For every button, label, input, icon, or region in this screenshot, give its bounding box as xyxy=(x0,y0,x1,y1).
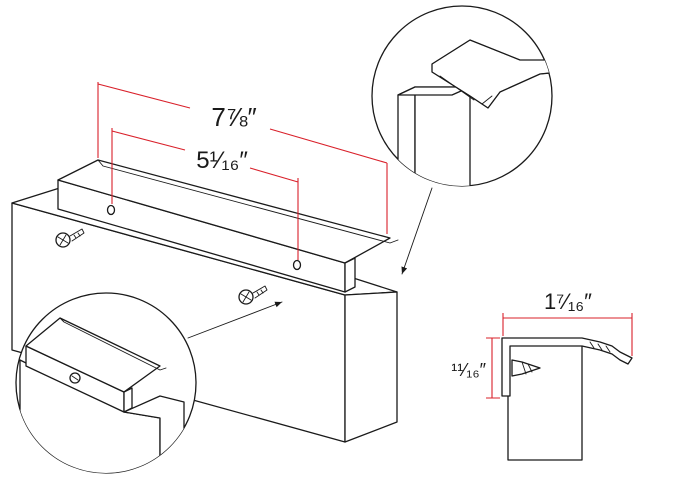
hole-spacing-label: 5¹⁄₁₆″ xyxy=(196,147,248,174)
pull-end-cap xyxy=(344,257,356,293)
arrow-icon xyxy=(187,301,283,339)
detail-callout-top xyxy=(371,5,553,275)
profile-height-label: ¹¹⁄₁₆″ xyxy=(451,360,486,380)
pull-lip-groove xyxy=(97,159,399,244)
dimension-hole-spacing: 5¹⁄₁₆″ xyxy=(111,128,299,260)
profile-section xyxy=(501,337,633,461)
screw-icon xyxy=(238,285,268,305)
detail-callout-bottom xyxy=(15,292,283,474)
mounting-hole-left xyxy=(106,204,116,216)
edge-pull xyxy=(57,159,399,293)
overall-length-label: 7⅞″ xyxy=(211,102,256,132)
pull-top-lip xyxy=(57,159,391,264)
dimension-overall-length: 7⅞″ xyxy=(97,82,388,234)
dimension-profile-height: ¹¹⁄₁₆″ xyxy=(451,337,500,399)
dim-line-profile-height xyxy=(486,337,500,399)
dim-line-profile-width xyxy=(502,313,633,356)
dimension-profile-width: 1⁷⁄₁₆″ xyxy=(502,289,633,356)
profile-door-block xyxy=(507,339,583,461)
door-side-face xyxy=(344,291,398,443)
arrow-icon xyxy=(401,187,433,275)
profile-pull-shape xyxy=(501,337,633,397)
dim-line-overall xyxy=(97,82,388,234)
profile-width-label: 1⁷⁄₁₆″ xyxy=(544,289,592,314)
screw-icon xyxy=(55,228,85,248)
mounting-hole-right xyxy=(292,259,302,271)
dim-line-hole-spacing xyxy=(111,128,299,260)
